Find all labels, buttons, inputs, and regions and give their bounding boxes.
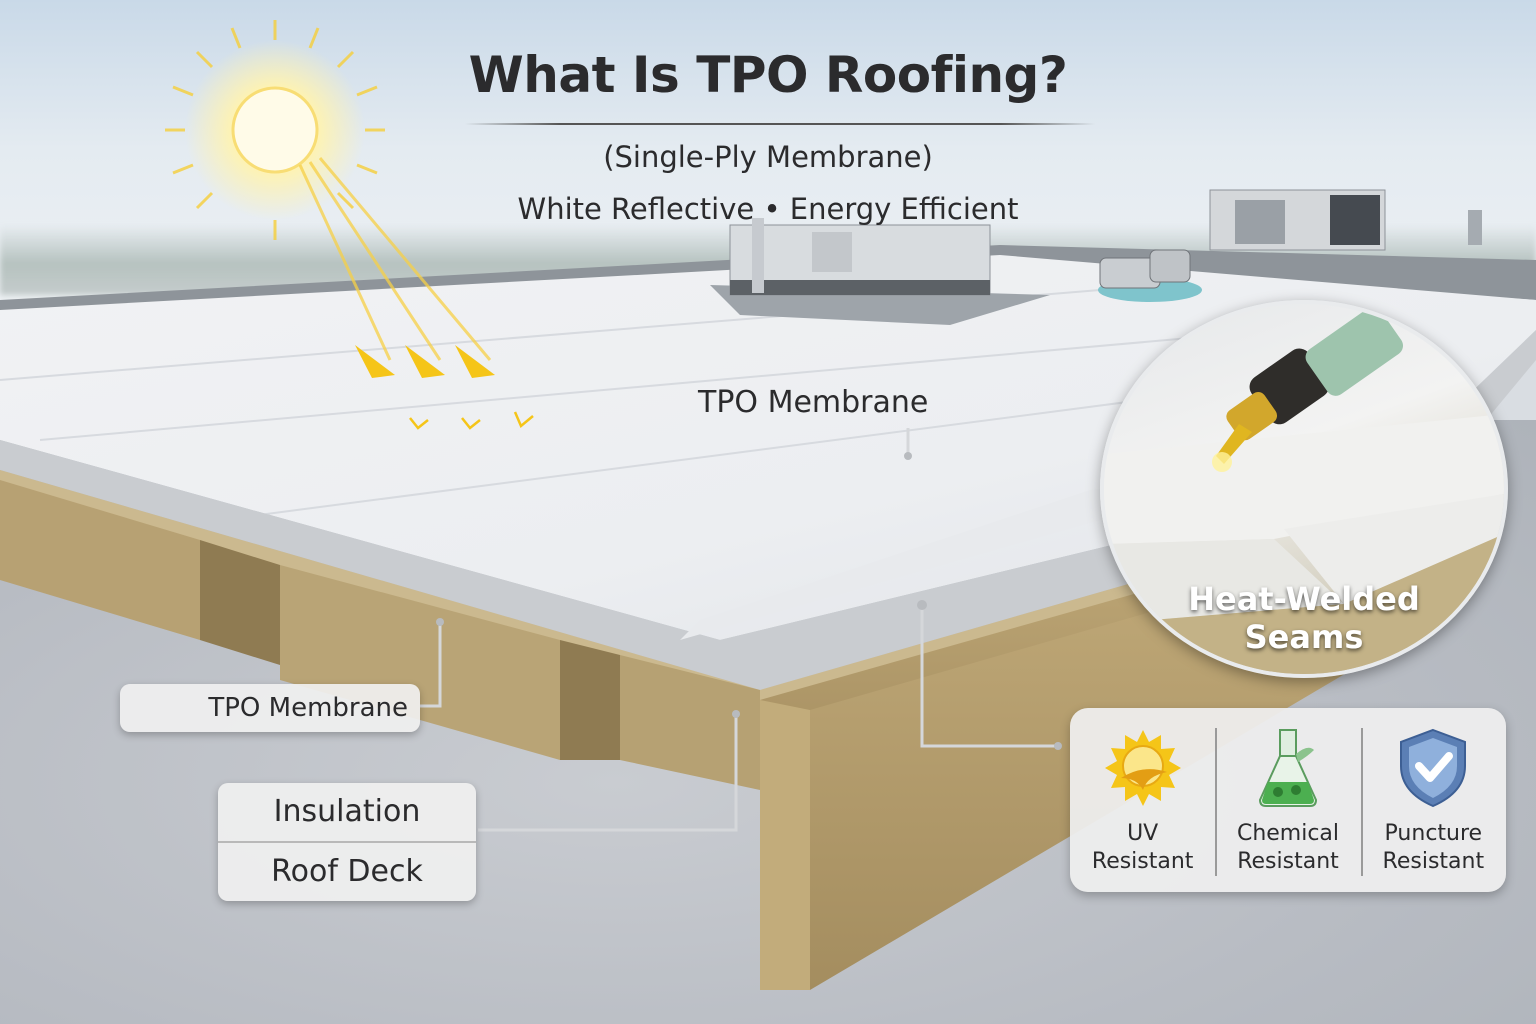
rooftop-condenser-unit: [1209, 189, 1482, 251]
feature-uv-resistant: UV Resistant: [1070, 708, 1215, 892]
tpo-membrane-label-center: TPO Membrane: [698, 385, 929, 420]
layer-stack-callout: Insulation Roof Deck: [218, 783, 476, 901]
sun-icon: [1104, 730, 1181, 806]
seam-inset-label: Heat-Welded Seams: [1188, 580, 1420, 656]
insulation-label: Insulation: [273, 794, 421, 829]
sun-arrows: [355, 345, 495, 378]
flask-icon: [1258, 729, 1317, 807]
roof-deck-label: Roof Deck: [218, 841, 476, 901]
tagline: White Reflective • Energy Efficient: [517, 192, 1019, 226]
shield-check-icon: [1400, 728, 1467, 808]
feature-puncture-resistant: Puncture Resistant: [1360, 708, 1506, 892]
heat-welded-seams-inset: Heat-Welded Seams: [1100, 300, 1508, 678]
features-panel: UV Resistant Chemical Resistant: [1070, 708, 1506, 892]
subtitle: (Single-Ply Membrane): [603, 140, 933, 174]
page-title: What Is TPO Roofing?: [468, 46, 1068, 104]
welding-gun-icon: [1104, 306, 1504, 674]
title-divider: [465, 123, 1095, 125]
tpo-membrane-callout: TPO Membrane: [120, 684, 420, 732]
rooftop-welder-machine: [1098, 249, 1202, 302]
feature-chemical-resistant: Chemical Resistant: [1215, 708, 1360, 892]
rooftop-hvac-unit: [710, 218, 1050, 325]
